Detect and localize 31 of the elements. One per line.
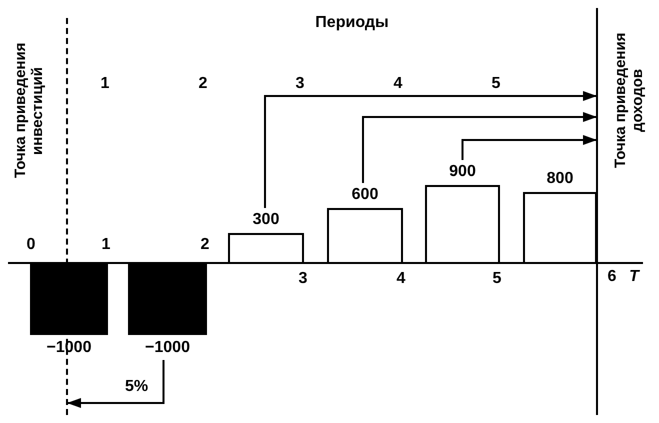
cash-flow-bar [523, 192, 597, 263]
value-label: 800 [546, 170, 574, 188]
tick-label: 4 [396, 270, 406, 288]
value-label: 900 [449, 163, 476, 181]
period-number: 4 [394, 75, 402, 93]
value-label: −1000 [145, 339, 190, 357]
tick-label: 3 [298, 270, 308, 288]
cash-flow-bar [128, 263, 207, 335]
tick-label: 6 [608, 268, 616, 286]
arrow [67, 360, 164, 408]
reference-label: Точка приведения доходов [612, 32, 647, 170]
period-number: 1 [100, 75, 110, 93]
period-number: 3 [296, 75, 304, 93]
cash-flow-bar [228, 233, 304, 263]
axis-label: T [629, 268, 639, 286]
tick-label: 2 [200, 236, 210, 254]
period-number: 5 [492, 75, 500, 93]
cash-flow-bar [30, 263, 108, 335]
arrow [264, 91, 597, 208]
value-label: 300 [252, 211, 280, 229]
period-number: 2 [198, 75, 208, 93]
tick-label: 1 [102, 236, 110, 254]
tick-label: 0 [26, 236, 36, 254]
reference-label: Точка приведения инвестиций [12, 42, 47, 180]
value-label: 600 [352, 186, 378, 204]
heading: Периоды [315, 14, 389, 32]
tick-label: 5 [492, 270, 502, 288]
cash-flow-bar [327, 208, 403, 263]
arrow [462, 135, 597, 160]
cash-flow-bar [425, 185, 500, 263]
arrow [362, 112, 597, 183]
